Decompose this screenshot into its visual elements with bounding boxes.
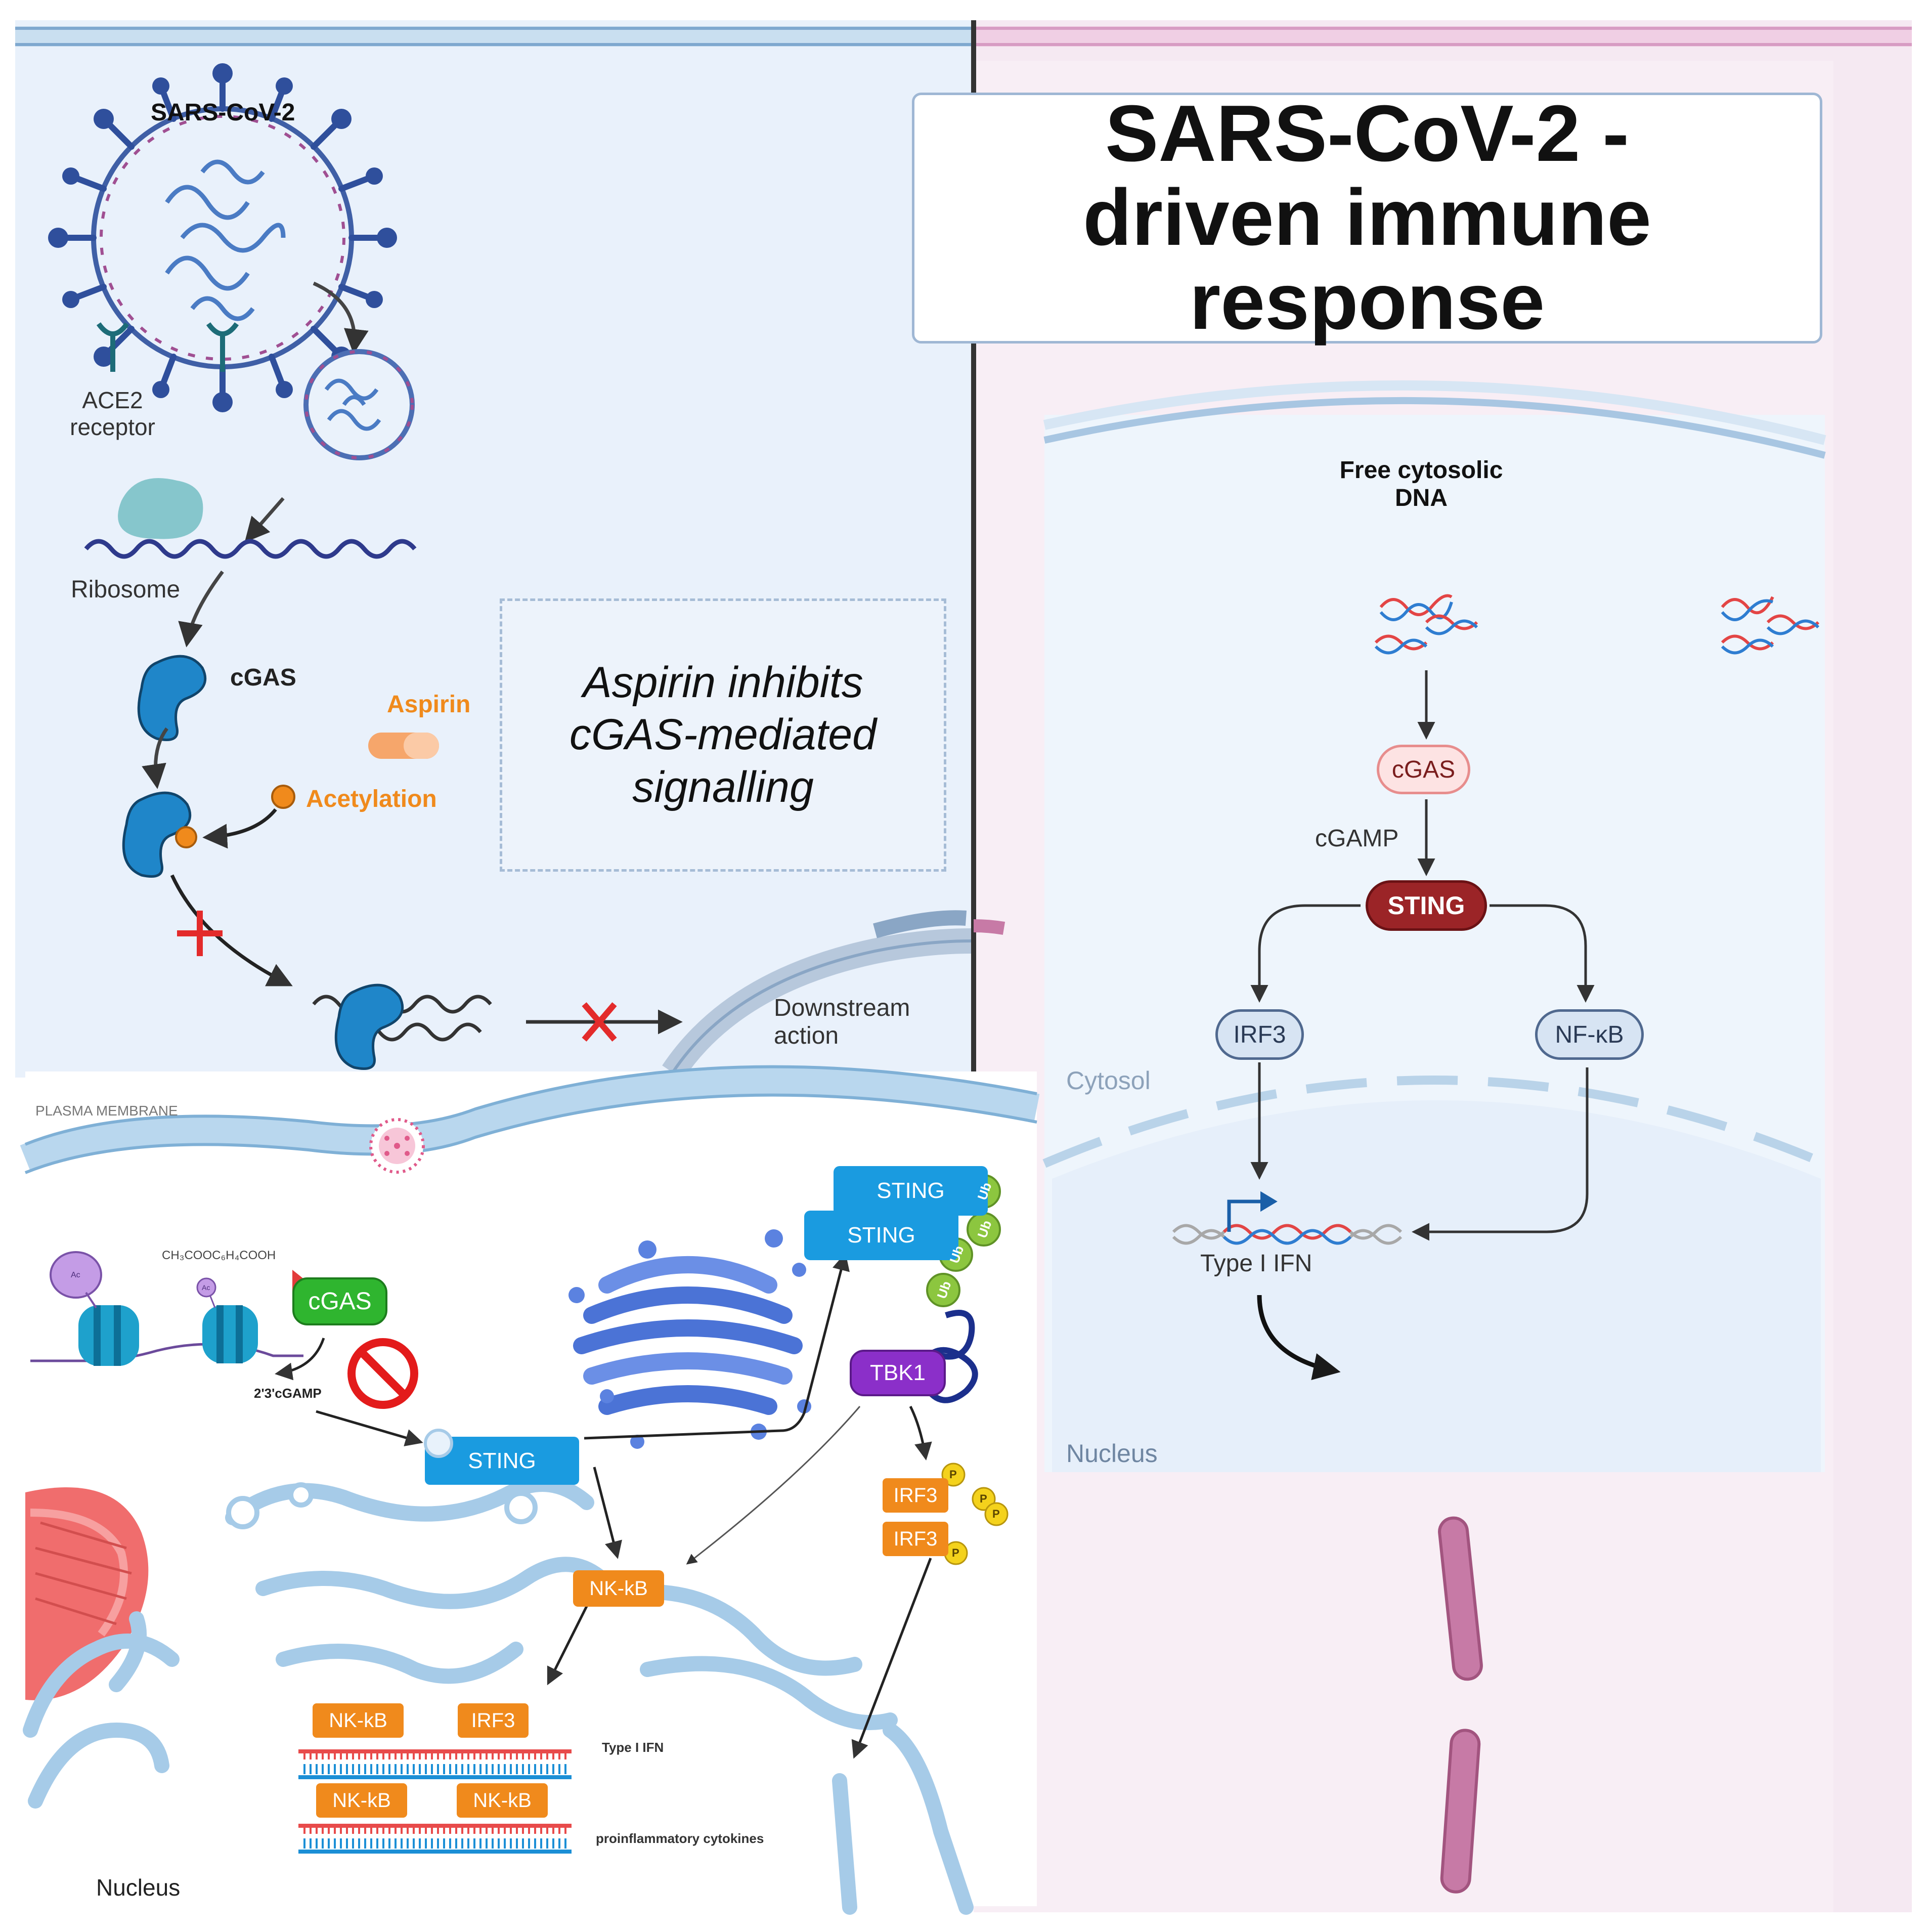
downstream-label: Downstream action (774, 995, 910, 1050)
block-cross-icon (177, 911, 223, 956)
cgas-enzyme-icon (137, 655, 207, 741)
acetyl-tag-icon-2 (196, 1277, 216, 1298)
golgi-apparatus-icon (573, 1256, 803, 1415)
right-irf3-node: IRF3 (1215, 1009, 1304, 1060)
ace2-receptor-icon (96, 322, 239, 372)
phosphate-group-icons (941, 1463, 1009, 1565)
free-dna-icon-left (1374, 594, 1478, 655)
ace2-label: ACE2 receptor (70, 387, 155, 440)
membrane-virus-icon (369, 1118, 425, 1174)
ribosome-label: Ribosome (71, 576, 181, 603)
viral-genome-release-icon (303, 349, 415, 460)
p-label-2: P (980, 1492, 987, 1505)
left-panel-bg (15, 20, 974, 1078)
cytokines-label: proinflammatory cytokines (596, 1831, 764, 1846)
sting-tag-top-1: STING (834, 1166, 988, 1216)
row2-nfkb-right-tag: NK-kB (457, 1783, 548, 1818)
irf3-tag-2: IRF3 (883, 1522, 948, 1556)
bottom-nucleus-label: Nucleus (96, 1874, 181, 1901)
histone-icon-2 (202, 1305, 258, 1363)
type-i-ifn-label: Type I IFN (602, 1740, 664, 1755)
aspirin-note-box: Aspirin inhibits cGAS-mediated signallin… (500, 598, 946, 872)
right-cgamp-label: cGAMP (1315, 825, 1399, 852)
aspirin-note: Aspirin inhibits cGAS-mediated signallin… (569, 658, 877, 811)
free-dna-icon-right (1721, 596, 1820, 655)
bottom-sting-tag: STING (425, 1437, 579, 1485)
p-label-3: P (992, 1508, 1000, 1520)
prohibition-icon (347, 1338, 418, 1409)
right-cgas-node: cGAS (1377, 745, 1470, 794)
aspirin-label: Aspirin (387, 691, 471, 718)
cytosol-label: Cytosol (1066, 1066, 1151, 1095)
irf3-tag-1: IRF3 (883, 1478, 948, 1513)
cgamp-label: 2'3'cGAMP (254, 1386, 322, 1401)
acetylation-label: Acetylation (306, 786, 437, 812)
type-i-ifn-gene-icon (1172, 1191, 1403, 1245)
bottom-cgas-tag: cGAS (292, 1277, 387, 1325)
cgas-dna-complex-icon (312, 983, 492, 1070)
acetyl-group-icon (271, 785, 295, 809)
sting-tag-top-2: STING (804, 1211, 958, 1260)
free-dna-label: Free cytosolic DNA (1339, 457, 1503, 512)
virus-label: SARS-CoV-2 (151, 99, 295, 126)
cgamp-bound-icon (424, 1429, 453, 1458)
row1-nfkb-tag: NK-kB (313, 1703, 404, 1738)
p-label-4: P (952, 1547, 959, 1559)
type-i-ifn-gene-label: Type I IFN (1200, 1250, 1312, 1277)
tbk1-tag: TBK1 (850, 1350, 946, 1396)
aspirin-formula-label: CH₃COOC₆H₄COOH (162, 1249, 276, 1262)
right-sting-node: STING (1366, 880, 1487, 931)
row1-irf3-tag: IRF3 (458, 1703, 529, 1738)
title-box: SARS-CoV-2 -driven immune response (912, 89, 1822, 346)
figure-title: SARS-CoV-2 -driven immune response (1083, 89, 1651, 346)
acetyl-label-2: Ac (202, 1283, 210, 1292)
dna-strand-icon-2 (298, 1824, 572, 1854)
right-nfkb-node: NF-κB (1535, 1009, 1644, 1060)
acetyl-tag-icon-1 (50, 1251, 102, 1299)
right-nucleus-label: Nucleus (1066, 1439, 1158, 1468)
acetylated-cgas-icon (122, 791, 192, 878)
nfkb-mid-tag: NK-kB (573, 1570, 664, 1607)
p-label-1: P (949, 1468, 957, 1481)
block-x-icon (582, 1002, 617, 1042)
row2-nfkb-left-tag: NK-kB (316, 1783, 407, 1818)
histone-icon-1 (78, 1305, 139, 1366)
acetyl-label-1: Ac (71, 1271, 80, 1279)
dna-strand-icon-1 (298, 1749, 572, 1779)
plasma-membrane-label: PLASMA MEMBRANE (35, 1103, 178, 1119)
aspirin-pill-icon (368, 733, 439, 759)
cgas-label: cGAS (230, 664, 296, 691)
ribosome-icon (84, 478, 417, 559)
